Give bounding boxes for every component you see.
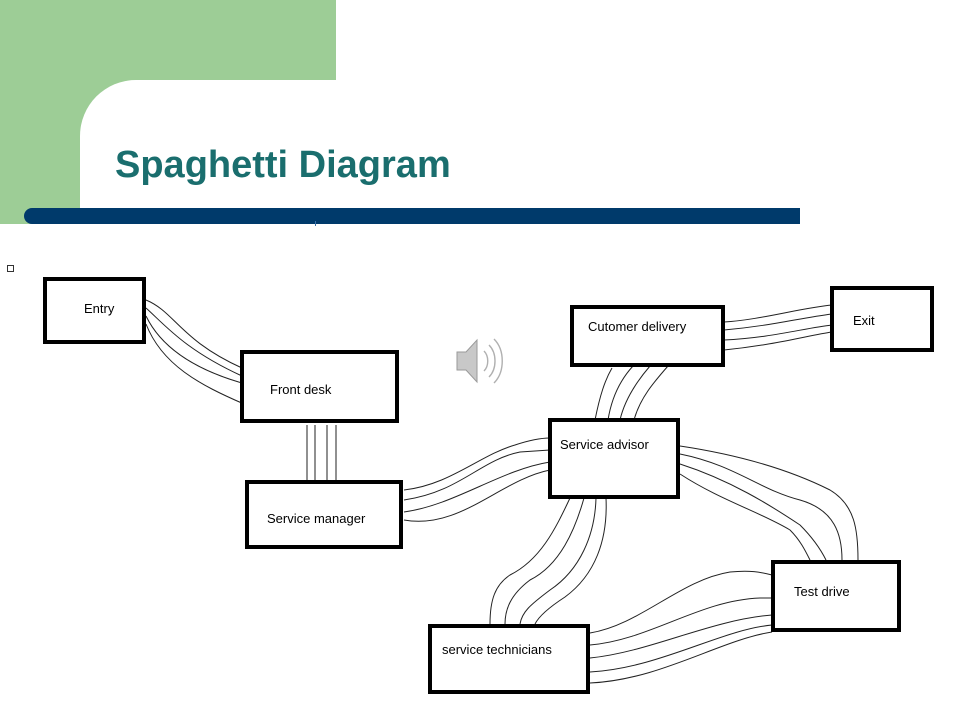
flow-path xyxy=(619,365,651,421)
flow-path xyxy=(679,473,811,561)
flow-path xyxy=(504,497,585,625)
box-entry-frame xyxy=(43,277,146,344)
bullet-marker xyxy=(7,265,14,272)
flow-path xyxy=(589,631,773,684)
box-test-drive: Test drive xyxy=(771,560,901,632)
box-test-drive-label: Test drive xyxy=(794,584,850,599)
box-front-desk: Front desk xyxy=(240,350,399,423)
flow-paths xyxy=(145,299,859,684)
flow-path xyxy=(607,365,634,421)
flow-path xyxy=(489,497,571,625)
box-customer-delivery-frame xyxy=(570,305,725,367)
box-exit-label: Exit xyxy=(853,313,875,328)
flow-path xyxy=(534,497,607,625)
slide-title: Spaghetti Diagram xyxy=(115,144,451,186)
flow-path xyxy=(403,437,551,491)
title-underline-bar xyxy=(24,208,800,224)
box-service-manager-label: Service manager xyxy=(267,511,366,526)
box-service-technicians-label: service technicians xyxy=(442,642,552,657)
flow-path xyxy=(723,304,833,323)
flow-path xyxy=(679,453,843,561)
title-panel xyxy=(80,80,960,230)
flow-path xyxy=(403,449,551,501)
box-exit-frame xyxy=(830,286,934,352)
flow-path xyxy=(589,570,773,634)
flow-path xyxy=(589,614,773,659)
box-service-manager: Service manager xyxy=(245,480,403,549)
box-service-advisor: Service advisor xyxy=(548,418,680,499)
box-entry-label: Entry xyxy=(84,301,115,316)
flow-path xyxy=(519,497,597,625)
flow-path xyxy=(679,463,827,561)
flow-path xyxy=(403,461,551,513)
flow-path xyxy=(633,365,669,421)
flow-path xyxy=(594,367,613,421)
box-customer-delivery-label: Cutomer delivery xyxy=(588,319,687,334)
box-service-advisor-label: Service advisor xyxy=(560,437,650,452)
flow-path xyxy=(589,624,773,673)
box-entry: Entry xyxy=(43,277,146,344)
box-customer-delivery: Cutomer delivery xyxy=(570,305,725,367)
box-service-technicians: service technicians xyxy=(428,624,590,694)
flow-path xyxy=(679,445,859,561)
tick-mark xyxy=(315,221,316,226)
flow-path xyxy=(723,313,833,331)
box-service-manager-frame xyxy=(245,480,403,549)
flow-path xyxy=(145,323,245,405)
speaker-icon[interactable] xyxy=(456,338,503,384)
box-exit: Exit xyxy=(830,286,934,352)
box-service-technicians-frame xyxy=(428,624,590,694)
flow-path xyxy=(145,307,243,377)
flow-path xyxy=(145,299,243,369)
flow-path xyxy=(589,597,772,646)
flow-path xyxy=(403,469,551,522)
box-test-drive-frame xyxy=(771,560,901,632)
flow-path xyxy=(723,331,833,351)
box-front-desk-label: Front desk xyxy=(270,382,332,397)
flow-path xyxy=(145,315,243,384)
box-service-advisor-frame xyxy=(548,418,680,499)
box-front-desk-frame xyxy=(240,350,399,423)
flow-path xyxy=(723,324,833,341)
